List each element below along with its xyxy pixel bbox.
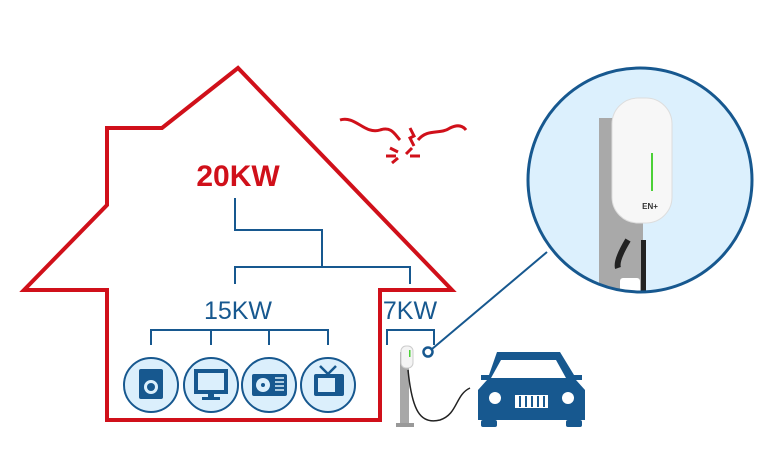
charger-power-label: 7KW [382,297,438,325]
distribution-lines [150,198,548,350]
connector-dot [422,346,434,358]
charger-brand-logo: EN+ [642,202,658,211]
power-failure-icon [339,117,468,165]
appliance-washing-machine [123,357,179,413]
electric-car [478,352,585,427]
charger-zoom-view [526,66,754,294]
ev-charger-post [396,345,471,427]
total-power-label: 20KW [196,160,280,193]
appliance-monitor [183,357,239,413]
appliances-power-label: 15KW [203,297,273,325]
house-outline [19,65,457,422]
appliance-air-conditioner [241,357,297,413]
appliance-tv [300,357,356,413]
